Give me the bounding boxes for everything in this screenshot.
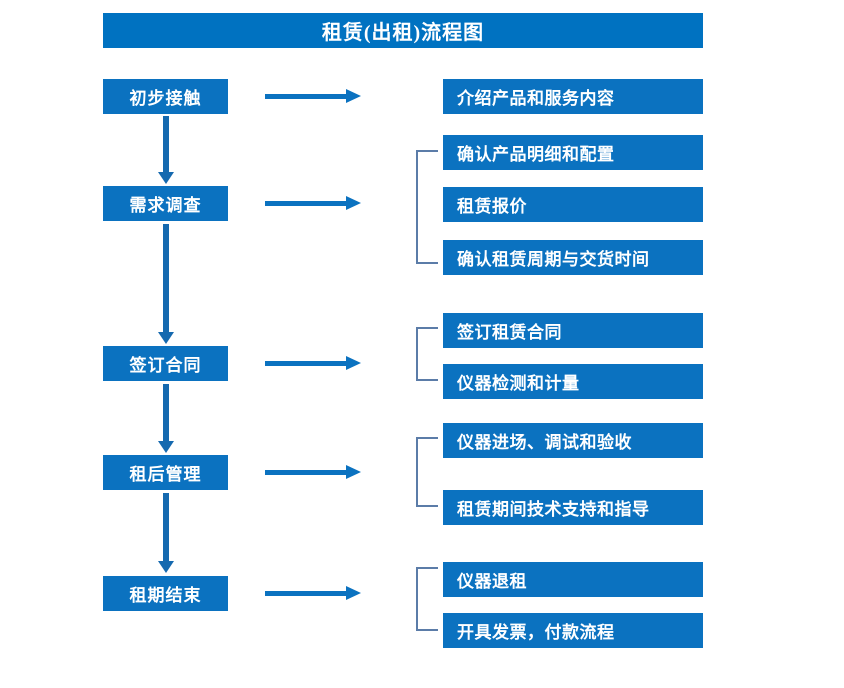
arrow-head: [158, 332, 174, 344]
arrow-shaft: [265, 94, 347, 99]
arrow-head: [158, 172, 174, 184]
arrow-shaft: [265, 591, 347, 596]
arrow-head: [346, 586, 361, 600]
arrow-shaft: [265, 361, 347, 366]
group-bracket-post-rental: [416, 437, 438, 507]
detail-box-4[interactable]: 确认租赁周期与交货时间: [443, 240, 703, 275]
detail-arrow-5: [265, 586, 361, 600]
stage-box-5[interactable]: 租期结束: [103, 576, 228, 611]
group-bracket-needs: [416, 150, 438, 264]
page-title: 租赁(出租)流程图: [103, 13, 703, 48]
arrow-shaft: [163, 384, 169, 441]
arrow-head: [158, 561, 174, 573]
stage-connector-arrow-3-4: [158, 384, 174, 453]
arrow-shaft: [163, 224, 169, 332]
detail-box-9[interactable]: 仪器退租: [443, 562, 703, 597]
arrow-head: [346, 465, 361, 479]
arrow-head: [346, 89, 361, 103]
detail-box-7[interactable]: 仪器进场、调试和验收: [443, 423, 703, 458]
arrow-head: [158, 441, 174, 453]
detail-box-6[interactable]: 仪器检测和计量: [443, 364, 703, 399]
detail-arrow-1: [265, 89, 361, 103]
arrow-shaft: [265, 201, 347, 206]
stage-box-1[interactable]: 初步接触: [103, 79, 228, 114]
detail-arrow-3: [265, 356, 361, 370]
group-bracket-contract: [416, 327, 438, 381]
detail-box-2[interactable]: 确认产品明细和配置: [443, 135, 703, 170]
detail-arrow-2: [265, 196, 361, 210]
arrow-head: [346, 196, 361, 210]
stage-connector-arrow-1-2: [158, 116, 174, 184]
arrow-shaft: [163, 116, 169, 172]
arrow-shaft: [265, 470, 347, 475]
detail-box-5[interactable]: 签订租赁合同: [443, 313, 703, 348]
stage-box-4[interactable]: 租后管理: [103, 455, 228, 490]
stage-connector-arrow-2-3: [158, 224, 174, 344]
stage-box-3[interactable]: 签订合同: [103, 346, 228, 381]
detail-box-1[interactable]: 介绍产品和服务内容: [443, 79, 703, 114]
group-bracket-end: [416, 567, 438, 631]
detail-box-10[interactable]: 开具发票，付款流程: [443, 613, 703, 648]
detail-box-8[interactable]: 租赁期间技术支持和指导: [443, 490, 703, 525]
stage-connector-arrow-4-5: [158, 493, 174, 573]
detail-box-3[interactable]: 租赁报价: [443, 187, 703, 222]
detail-arrow-4: [265, 465, 361, 479]
arrow-head: [346, 356, 361, 370]
arrow-shaft: [163, 493, 169, 561]
stage-box-2[interactable]: 需求调查: [103, 186, 228, 221]
